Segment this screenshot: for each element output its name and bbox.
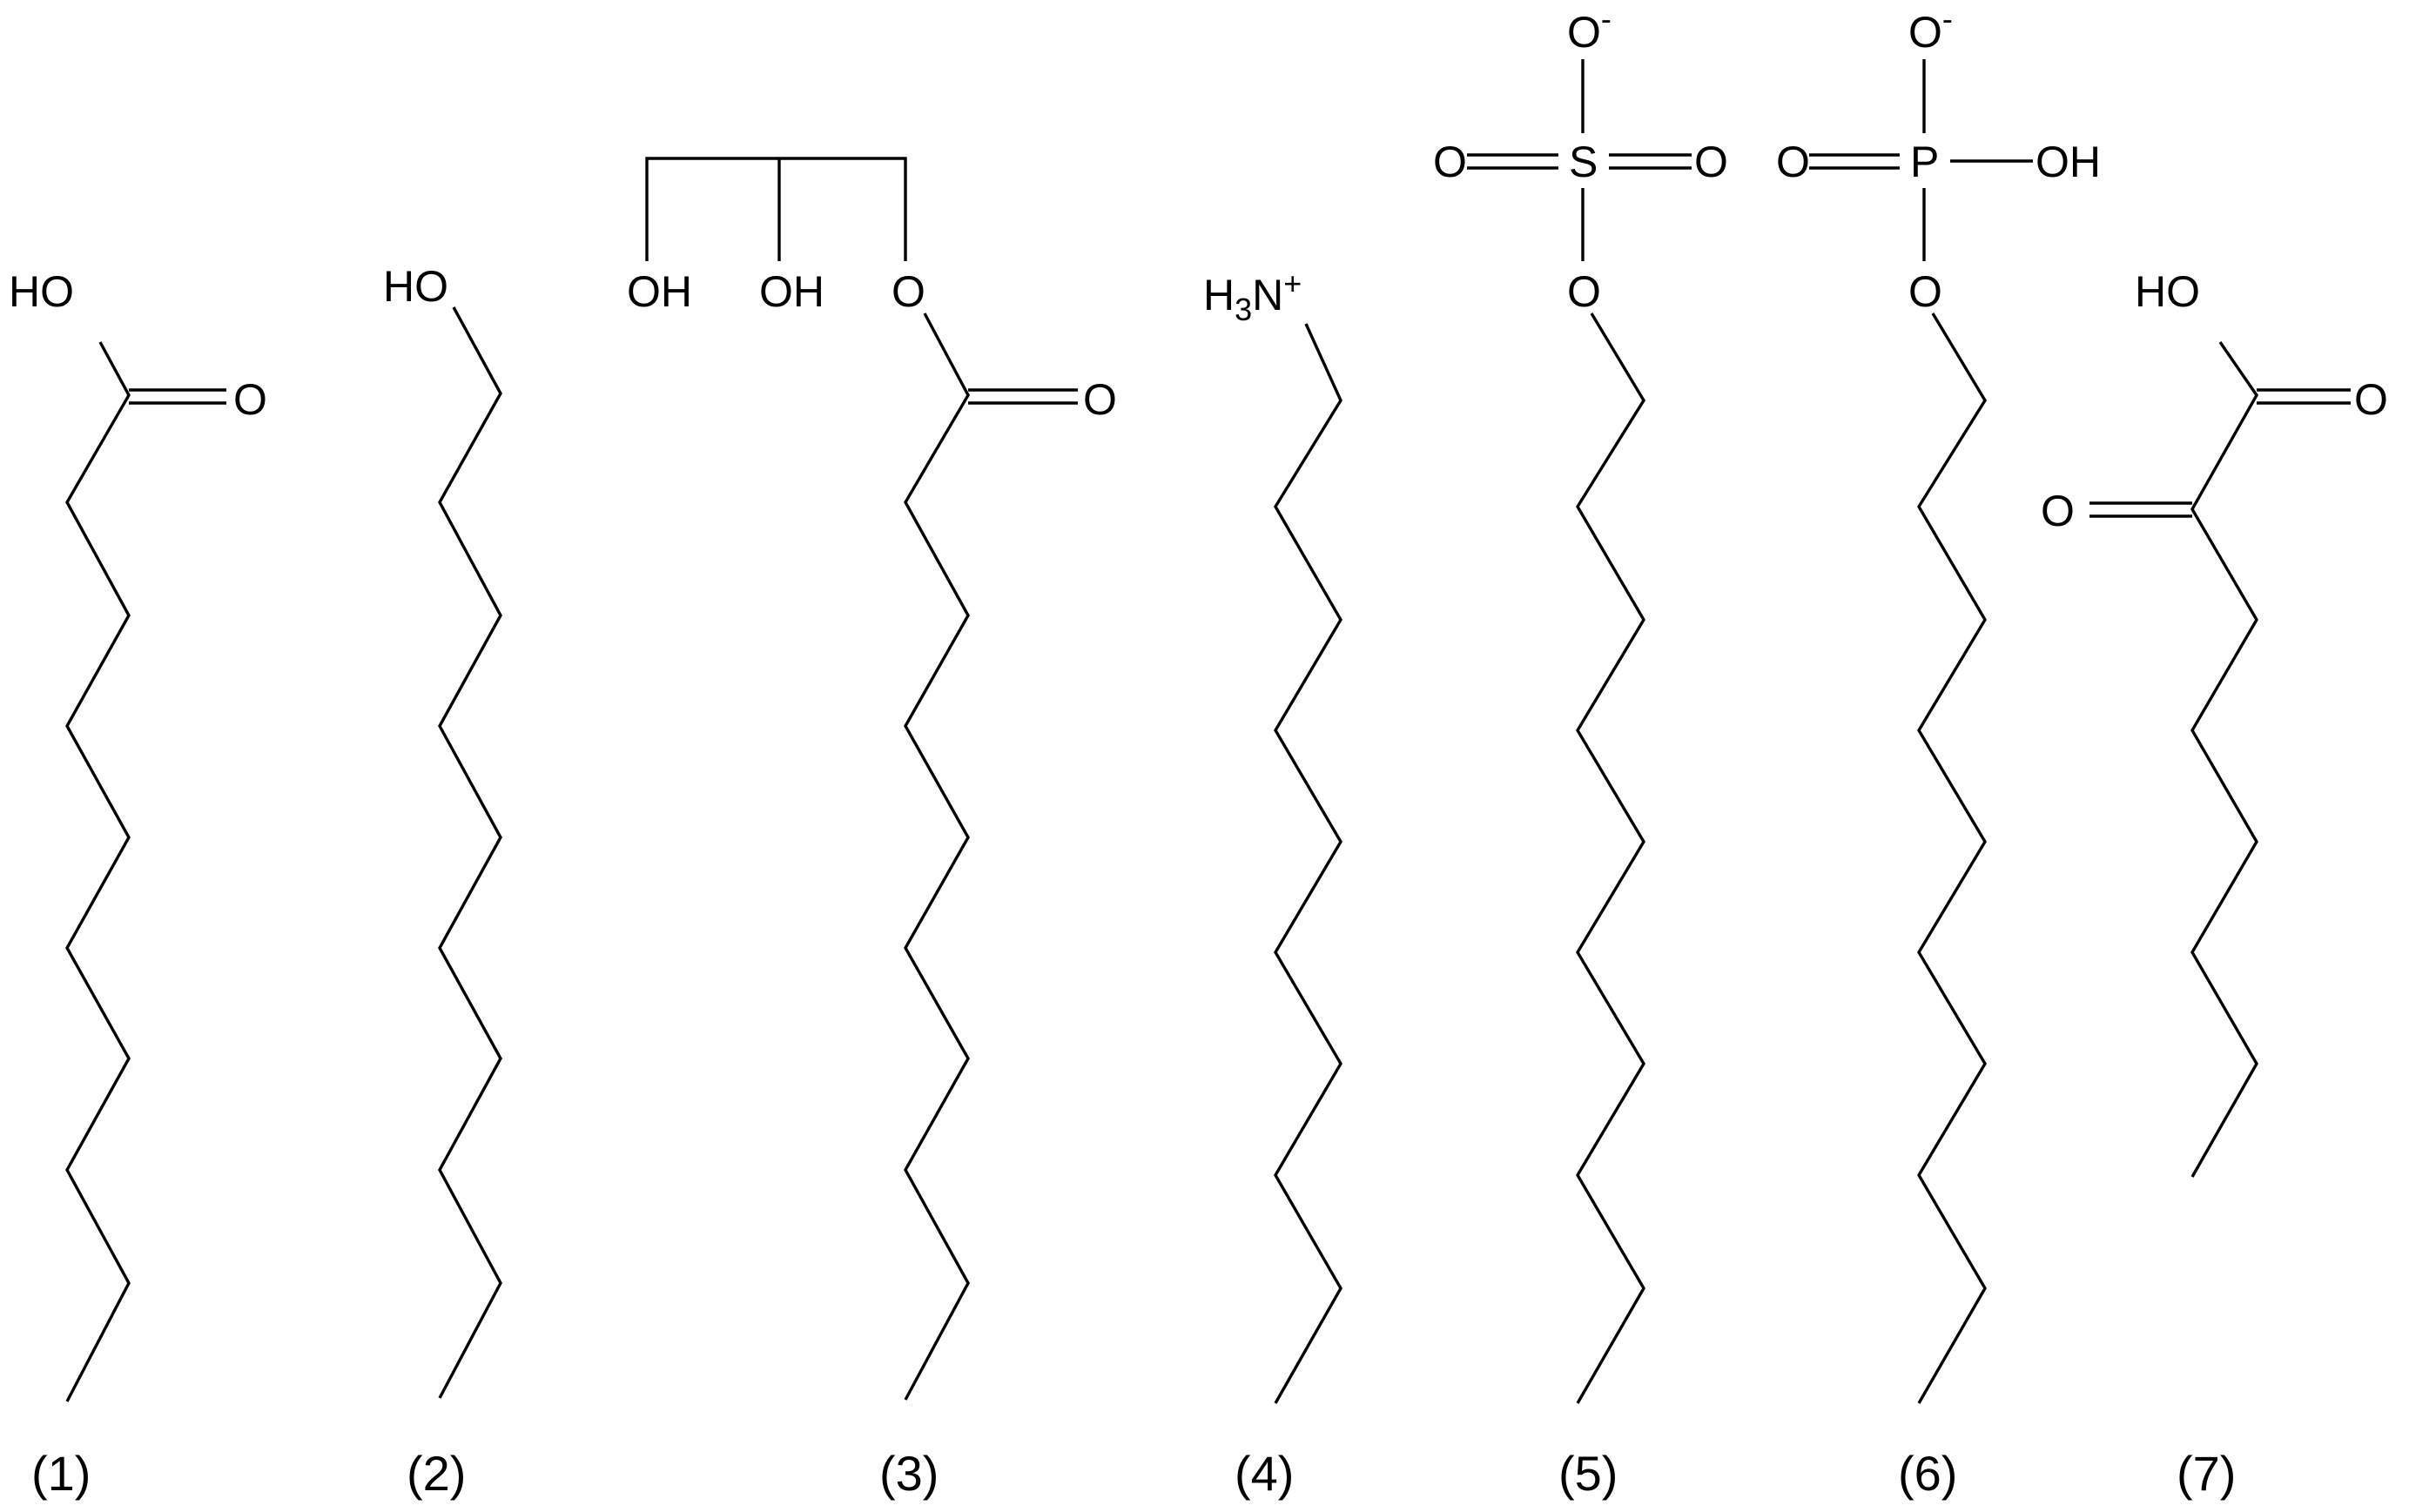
molecule-5-chain — [1576, 312, 1645, 1404]
molecule-6: O- O P OH O (6) — [1776, 1, 2101, 1501]
molecule-5: O- O S O O (5) — [1433, 1, 1728, 1501]
molecule-7-label: (7) — [2177, 1446, 2236, 1501]
molecule-6-chain — [1917, 312, 1987, 1404]
molecule-2-bonds — [438, 306, 502, 1399]
molecule-5-label: (5) — [1558, 1446, 1618, 1501]
molecule-4: H3N+ (4) — [1203, 265, 1342, 1501]
molecule-7-hydroxyl: HO — [2135, 267, 2200, 316]
molecule-7-chain — [2190, 341, 2259, 1178]
molecule-7-carbonyl-o: O — [2354, 375, 2388, 424]
molecule-5-sulfur: S — [1569, 138, 1598, 186]
molecule-5-top-o: O- — [1567, 1, 1612, 57]
molecule-3-glycerol-backbone — [645, 157, 907, 261]
molecule-1-label: (1) — [31, 1446, 91, 1501]
molecule-3-carbonyl-o: O — [1083, 375, 1117, 424]
molecule-4-label: (4) — [1235, 1446, 1294, 1501]
molecule-1-hydroxyl: HO — [9, 267, 74, 316]
molecule-6-left-o: O — [1776, 138, 1810, 186]
molecule-4-bonds — [1274, 323, 1342, 1404]
molecule-3-ester-o: O — [892, 267, 925, 316]
molecule-6-phosphorus: P — [1910, 138, 1939, 186]
molecule-6-top-o: O- — [1908, 1, 1953, 57]
molecule-1: HO O (1) — [9, 267, 267, 1501]
molecule-6-label: (6) — [1898, 1446, 1957, 1501]
molecule-1-bonds — [65, 341, 131, 1402]
molecule-5-bridge-o: O — [1567, 267, 1601, 316]
molecule-7-keto-o: O — [2041, 487, 2075, 535]
molecule-6-bridge-o: O — [1908, 267, 1942, 316]
molecule-3-ester-chain — [904, 312, 970, 1401]
molecule-7: HO O O (7) — [2041, 267, 2388, 1501]
molecule-4-ammonium: H3N+ — [1203, 265, 1302, 327]
molecule-2-label: (2) — [407, 1446, 466, 1501]
molecule-5-left-o: O — [1433, 138, 1467, 186]
molecule-3: OH OH O O (3) — [627, 157, 1117, 1501]
molecule-3-hydroxyl-2: OH — [759, 267, 824, 316]
molecule-3-label: (3) — [879, 1446, 939, 1501]
molecule-6-hydroxyl: OH — [2036, 138, 2101, 186]
molecule-3-hydroxyl-1: OH — [627, 267, 692, 316]
molecule-2-hydroxyl: HO — [383, 262, 448, 311]
molecule-1-carbonyl-o: O — [233, 375, 267, 424]
molecule-2: HO (2) — [383, 262, 502, 1501]
molecule-5-right-o: O — [1694, 138, 1728, 186]
